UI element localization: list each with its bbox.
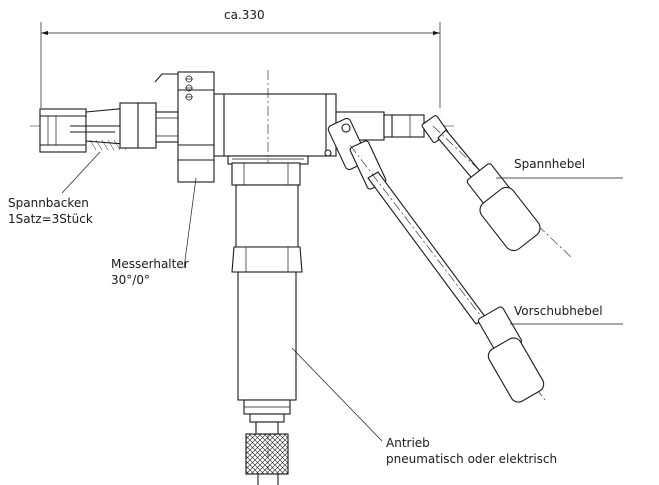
label-vorschubhebel: Vorschubhebel xyxy=(514,304,603,318)
clamp-lever-shape xyxy=(421,115,573,259)
shaft-shape xyxy=(155,111,179,143)
label-spannbacken-line2: 1Satz=3Stück xyxy=(8,212,93,226)
dimension-line xyxy=(40,22,441,108)
label-antrieb-line1: Antrieb xyxy=(386,436,430,450)
clamping-jaws-shape xyxy=(39,102,157,153)
label-spannbacken-line1: Spannbacken xyxy=(8,196,89,210)
leader-lines xyxy=(61,151,623,442)
knife-holder-shape xyxy=(154,71,215,183)
main-body-shape xyxy=(213,93,337,165)
drive-column-shape xyxy=(231,162,303,485)
label-antrieb-line2: pneumatisch oder elektrisch xyxy=(386,452,558,466)
label-messerhalter-line2: 30°/0° xyxy=(111,273,150,287)
label-messerhalter-line1: Messerhalter xyxy=(111,257,189,271)
label-spannhebel: Spannhebel xyxy=(514,157,586,171)
dimension-label: ca.330 xyxy=(224,8,265,22)
